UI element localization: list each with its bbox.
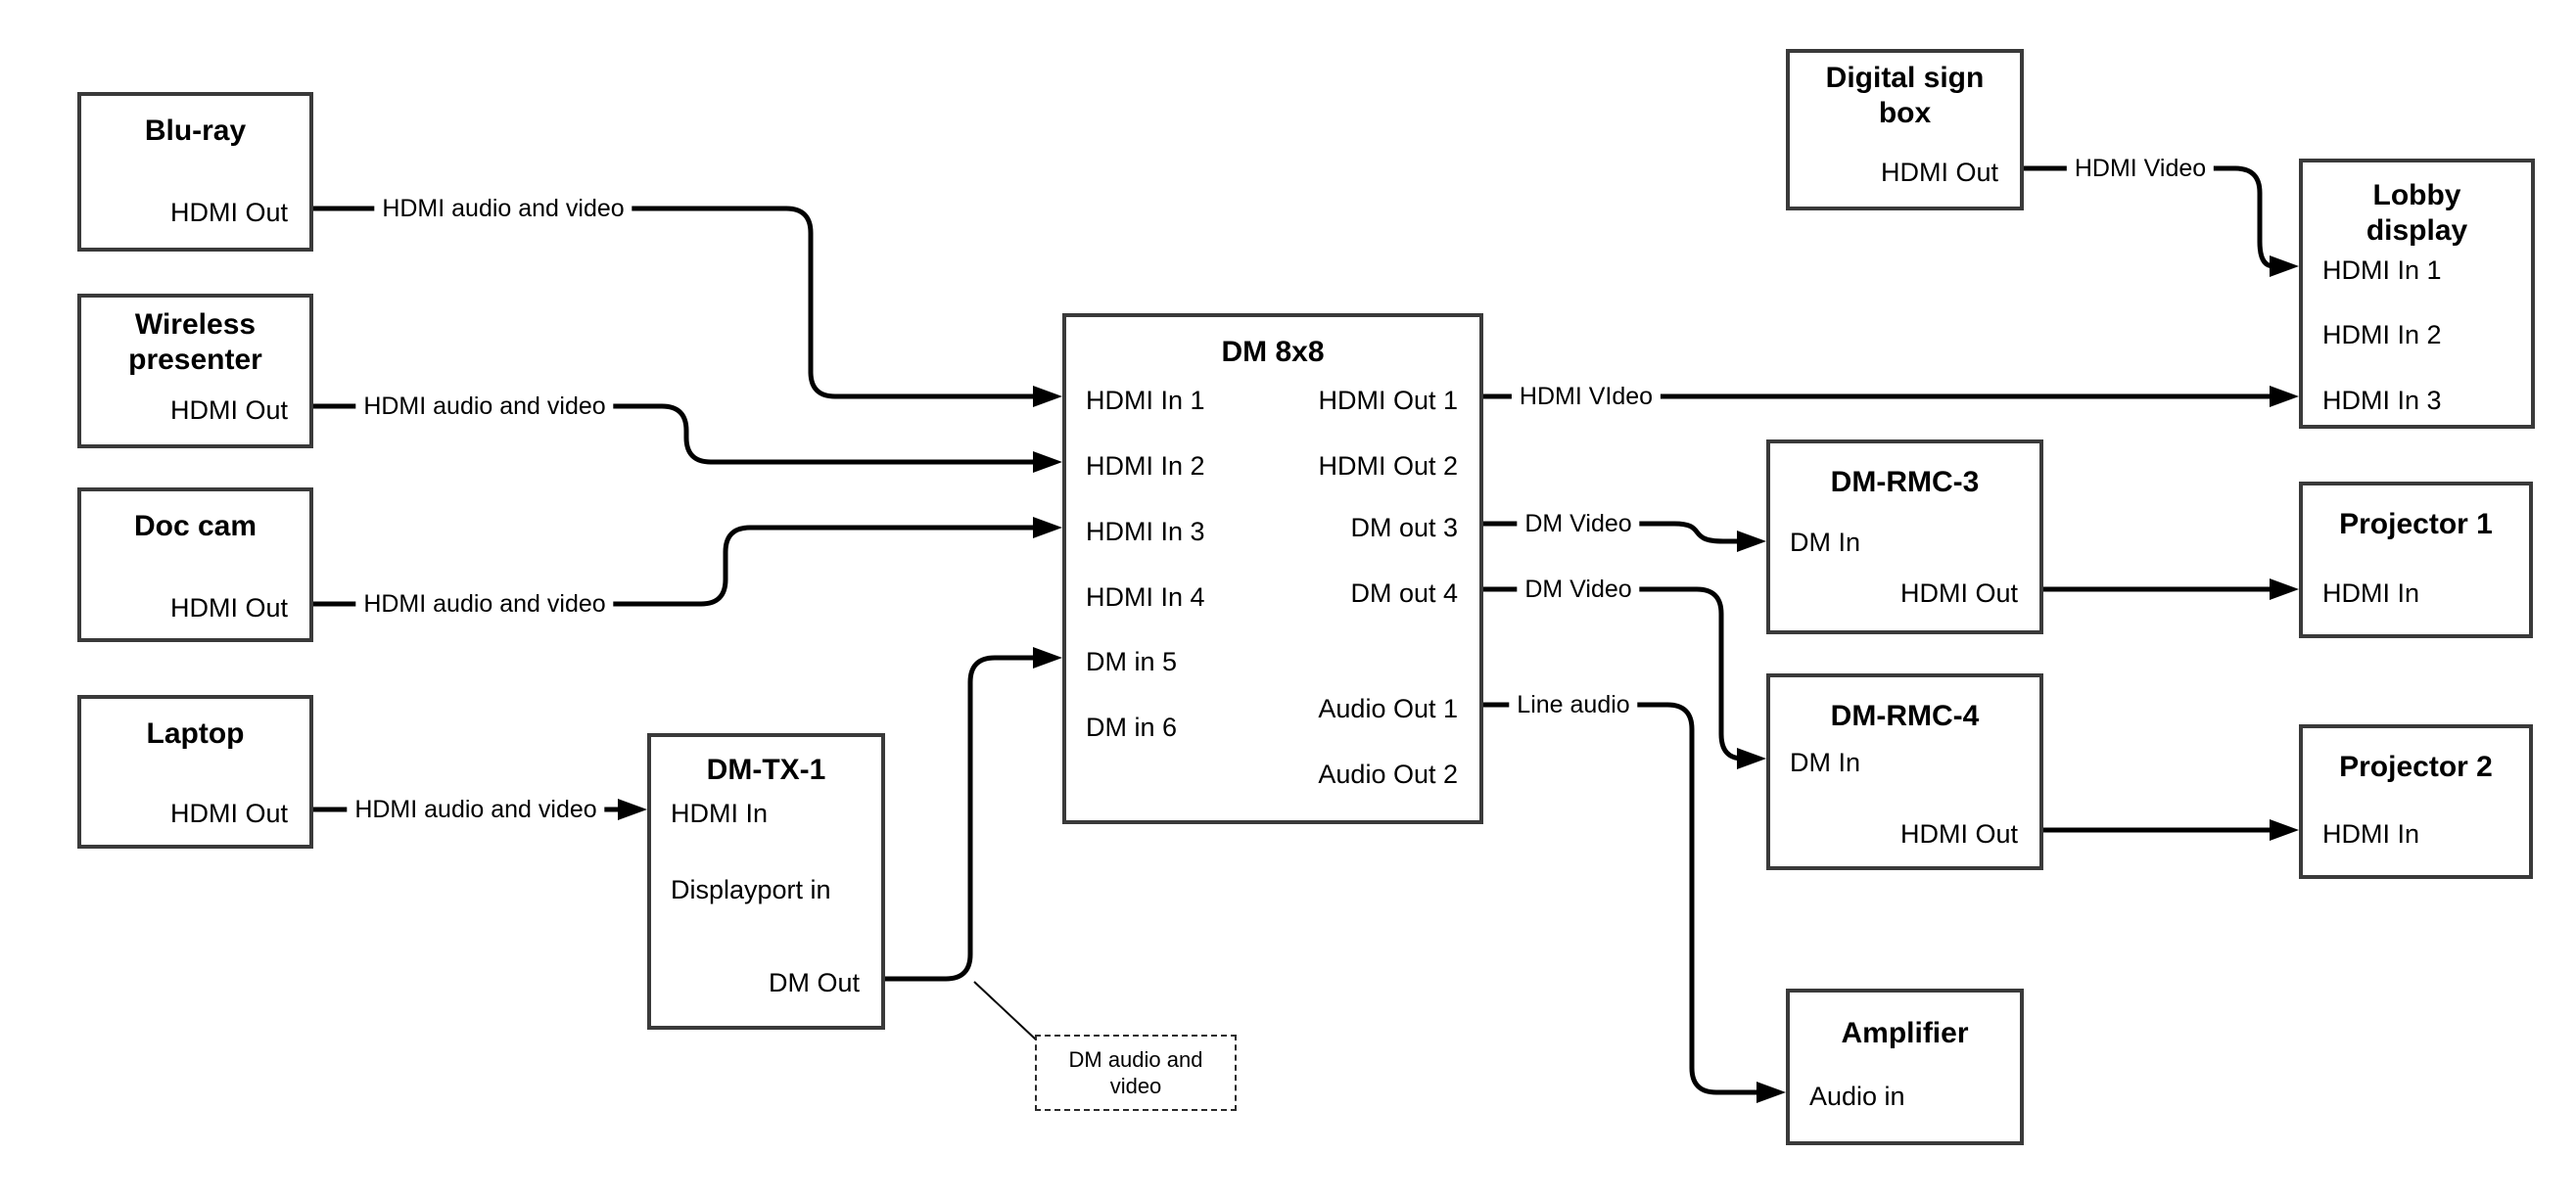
wire-audio1-to-amplifier [1483,702,1758,1095]
port-dm-out-4: DM out 4 [1350,578,1458,608]
node-projector-1: Projector 1 HDMI In [2299,482,2533,638]
node-laptop: Laptop HDMI Out [77,695,313,849]
arrowhead [618,799,647,820]
node-title: Doc cam [133,510,258,542]
port-hdmi-in-4: HDMI In 4 [1086,582,1205,612]
arrowhead [1033,386,1062,407]
arrowhead [1737,531,1766,552]
node-bluray: Blu-ray HDMI Out [77,92,313,252]
wire-bluray-to-dm8x8-in1 [313,206,1034,399]
port-audio-in: Audio in [1809,1082,1905,1111]
wire-dmtx1-to-dm8x8-in5 [885,655,1034,982]
node-title: Projector 1 [2339,508,2493,540]
edge-label-dm-video-1: DM Video [1517,509,1640,538]
port-audio-out-1: Audio Out 1 [1318,694,1458,723]
wire-wireless-to-dm8x8-in2 [313,403,1034,465]
edge-label-hdmi-audio-video-4: HDMI audio and video [347,795,605,824]
arrowhead [2270,578,2299,600]
port-hdmi-in-3: HDMI In 3 [2322,386,2442,415]
port-hdmi-out: HDMI Out [169,395,288,425]
port-hdmi-in-2: HDMI In 2 [2322,320,2442,349]
arrowhead [2270,386,2299,407]
note-leader-line [973,981,1038,1041]
node-doc-cam: Doc cam HDMI Out [77,487,313,642]
arrowhead [1033,647,1062,669]
node-dm-rmc-3: DM-RMC-3 DM In HDMI Out [1766,439,2043,634]
port-hdmi-out: HDMI Out [1880,158,1998,187]
node-title: Laptop [146,717,245,750]
port-dm-out-3: DM out 3 [1350,513,1458,542]
port-audio-out-2: Audio Out 2 [1318,760,1458,789]
port-hdmi-in: HDMI In [2322,578,2420,608]
edge-label-dm-video-2: DM Video [1517,575,1640,604]
node-title: DM-RMC-4 [1830,700,1980,732]
node-dm-8x8: DM 8x8 HDMI In 1 HDMI In 2 HDMI In 3 HDM… [1062,313,1483,824]
wire-out3-to-rmc3 [1483,521,1739,544]
port-hdmi-in-1: HDMI In 1 [2322,255,2442,285]
node-title: Projector 2 [2339,751,2493,783]
node-title: DM 8x8 [1221,336,1325,368]
node-dm-tx-1: DM-TX-1 HDMI In Displayport in DM Out [647,733,885,1030]
note-dm-audio-and-video: DM audio and video [1035,1035,1237,1111]
edge-label-hdmi-audio-video-3: HDMI audio and video [355,589,614,619]
port-hdmi-out-1: HDMI Out 1 [1318,386,1458,415]
arrowhead [1033,451,1062,473]
wire-doccam-to-dm8x8-in3 [313,525,1034,607]
edge-label-hdmi-audio-video-1: HDMI audio and video [374,194,632,223]
port-dm-in-6: DM in 6 [1086,713,1178,742]
edge-label-line-audio: Line audio [1509,690,1638,719]
arrowhead [2270,819,2299,841]
arrowhead [1033,517,1062,538]
node-lobby-display: Lobby display HDMI In 1 HDMI In 2 HDMI I… [2299,159,2535,429]
edge-label-hdmi-audio-video-2: HDMI audio and video [355,392,614,421]
port-hdmi-out: HDMI Out [169,198,288,227]
port-dm-in-5: DM in 5 [1086,647,1178,676]
node-dm-rmc-4: DM-RMC-4 DM In HDMI Out [1766,673,2043,870]
node-digital-sign-box: Digital sign box HDMI Out [1786,49,2024,210]
wire-out4-to-rmc4 [1483,586,1744,762]
port-hdmi-out: HDMI Out [169,799,288,828]
port-hdmi-in-1: HDMI In 1 [1086,386,1205,415]
port-hdmi-in-3: HDMI In 3 [1086,517,1205,546]
port-hdmi-in-2: HDMI In 2 [1086,451,1205,481]
port-displayport-in: Displayport in [671,875,831,904]
node-title: DM-TX-1 [706,754,826,786]
edge-label-hdmi-video-sign: HDMI Video [2066,154,2215,183]
node-projector-2: Projector 2 HDMI In [2299,724,2533,879]
port-hdmi-in: HDMI In [671,799,769,828]
port-dm-in: DM In [1790,528,1861,557]
arrowhead [1737,748,1766,769]
wire-sign-to-lobby-in1 [2024,165,2274,269]
node-title: Lobby display [2365,179,2468,247]
node-title: Blu-ray [144,115,247,147]
port-hdmi-in: HDMI In [2322,819,2420,849]
port-hdmi-out-2: HDMI Out 2 [1318,451,1458,481]
arrowhead [1756,1082,1786,1103]
node-title: DM-RMC-3 [1830,466,1980,498]
node-title: Digital sign box [1825,62,1985,129]
arrowhead [2270,255,2299,277]
port-hdmi-out: HDMI Out [169,593,288,623]
node-amplifier: Amplifier Audio in [1786,989,2024,1145]
node-title: Wireless presenter [128,308,262,376]
node-wireless-presenter: Wireless presenter HDMI Out [77,294,313,448]
port-hdmi-out: HDMI Out [1899,819,2018,849]
edge-label-hdmi-video-long: HDMI VIdeo [1511,382,1662,411]
arrowheads [618,255,2299,1103]
port-hdmi-out: HDMI Out [1899,578,2018,608]
note-text: DM audio and video [1068,1047,1203,1098]
node-title: Amplifier [1841,1017,1969,1049]
port-dm-in: DM In [1790,748,1861,777]
port-dm-out: DM Out [768,968,860,997]
